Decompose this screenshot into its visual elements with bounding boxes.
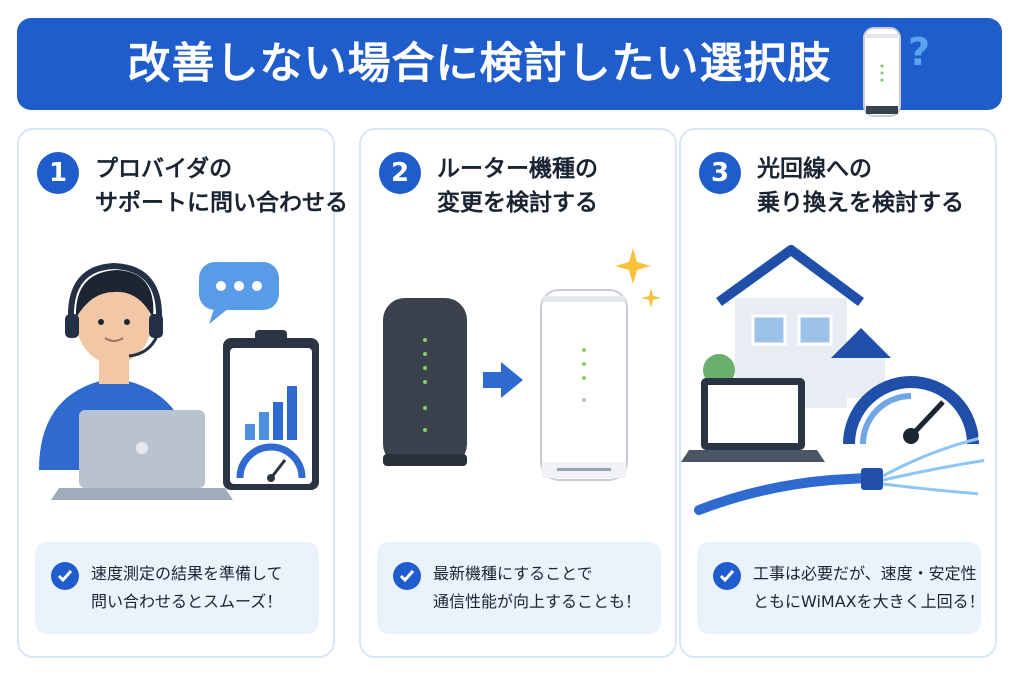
support-operator-illustration xyxy=(39,262,319,500)
check-icon xyxy=(393,562,421,590)
note-text: 速度測定の結果を準備して 問い合わせるとスムーズ！ xyxy=(91,564,283,611)
arrow-right-icon xyxy=(483,362,523,398)
option-card-fiber-switch: 3 光回線への 乗り換えを検討する xyxy=(679,128,997,658)
laptop-icon xyxy=(681,378,825,462)
note-box: 工事は必要だが、速度・安定性 ともにWiMAXを大きく上回る！ xyxy=(697,542,985,634)
page-title: 改善しない場合に検討したい選択肢 xyxy=(127,39,832,89)
note-text: 最新機種にすることで 通信性能が向上することも！ xyxy=(433,564,642,611)
step-number: 3 xyxy=(699,152,741,194)
option-card-provider-support: 1 プロバイダの サポートに問い合わせる xyxy=(17,128,348,658)
note-box: 速度測定の結果を準備して 問い合わせるとスムーズ！ xyxy=(35,542,319,634)
header-banner: 改善しない場合に検討したい選択肢 xyxy=(17,18,1002,110)
router-icon xyxy=(863,27,901,117)
card-title: ルーター機種の 変更を検討する xyxy=(437,156,598,216)
fiber-house-illustration xyxy=(681,245,990,515)
laptop-icon xyxy=(51,410,233,500)
step-number: 1 xyxy=(37,152,79,194)
check-icon xyxy=(51,562,79,590)
sparkle-icon xyxy=(615,248,661,308)
speech-bubble-icon xyxy=(199,262,279,324)
fiber-cable-icon xyxy=(694,435,990,515)
question-mark-icon: ? xyxy=(908,30,931,74)
speedometer-icon xyxy=(843,376,979,445)
check-icon xyxy=(713,562,741,590)
note-text: 工事は必要だが、速度・安定性 ともにWiMAXを大きく上回る！ xyxy=(753,564,985,611)
step-number: 2 xyxy=(379,152,421,194)
card-title: プロバイダの サポートに問い合わせる xyxy=(95,156,348,216)
old-router-icon xyxy=(383,298,467,466)
card-title: 光回線への 乗り換えを検討する xyxy=(757,156,964,216)
option-card-router-change: 2 ルーター機種の 変更を検討する xyxy=(359,128,677,658)
note-box: 最新機種にすることで 通信性能が向上することも！ xyxy=(377,542,661,634)
clipboard-chart-icon xyxy=(223,330,319,490)
router-upgrade-illustration xyxy=(383,248,661,481)
new-router-icon xyxy=(540,289,628,481)
